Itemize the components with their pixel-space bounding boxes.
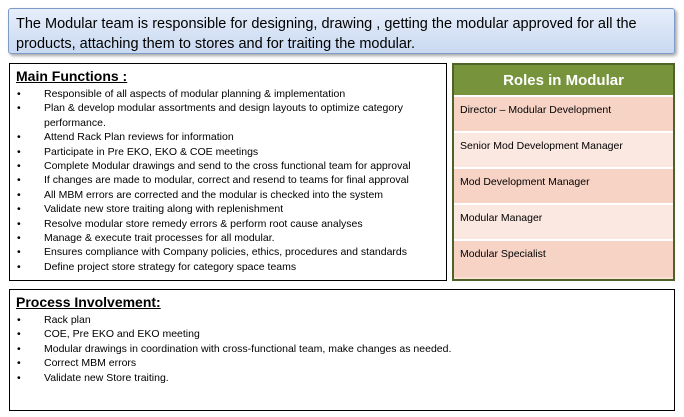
list-item: • Define project store strategy for categ… [16, 260, 440, 274]
list-item: • Plan & develop modular assortments and … [16, 101, 440, 130]
bullet-icon: • [17, 232, 21, 245]
list-item: • All MBM errors are corrected and the mo… [16, 188, 440, 202]
list-item: • Manage & execute trait processes for al… [16, 231, 440, 245]
list-item-text: Responsible of all aspects of modular pl… [44, 88, 346, 100]
list-item-text: Attend Rack Plan reviews for information [44, 131, 234, 144]
process-involvement-title: Process Involvement: [16, 294, 161, 310]
role-row-director: Director – Modular Development [454, 97, 673, 133]
roles-table: Roles in Modular Director – Modular Deve… [452, 63, 675, 281]
bullet-icon: • [17, 203, 21, 216]
list-item: • Responsible of all aspects of modular p… [16, 87, 440, 101]
bullet-icon: • [17, 371, 21, 384]
list-item: • Resolve modular store remedy errors & p… [16, 217, 440, 231]
bullet-icon: • [17, 246, 21, 259]
bullet-icon: • [17, 314, 21, 326]
list-item-text: Correct MBM errors [44, 357, 137, 370]
list-item-text: Define project store strategy for catego… [44, 260, 297, 273]
bullet-icon: • [17, 145, 21, 158]
list-item: • Validate new Store traiting. [16, 371, 668, 385]
process-list: • Rack plan • COE, Pre EKO and EKO meeting… [16, 313, 668, 385]
role-row-senior-mod-dev-manager: Senior Mod Development Manager [454, 133, 673, 169]
list-item: • Ensures compliance with Company policie… [16, 245, 440, 259]
list-item: • Participate in Pre EKO, EKO & COE meeti… [16, 145, 440, 159]
intro-text: The Modular team is responsible for desi… [16, 16, 637, 52]
list-item: • COE, Pre EKO and EKO meeting [16, 327, 668, 341]
main-functions-title: Main Functions : [16, 68, 128, 84]
list-item-text: Rack plan [44, 314, 91, 326]
bullet-icon: • [17, 174, 21, 187]
list-item-text: Participate in Pre EKO, EKO & COE meetin… [44, 145, 259, 158]
bullet-icon: • [17, 328, 21, 341]
role-row-modular-specialist: Modular Specialist [454, 241, 673, 277]
bullet-icon: • [17, 88, 21, 100]
intro-banner: The Modular team is responsible for desi… [8, 8, 675, 54]
list-item-text: Plan & develop modular assortments and d… [44, 102, 403, 129]
bullet-icon: • [17, 357, 21, 370]
bullet-icon: • [17, 188, 21, 201]
roles-list: Director – Modular Development Senior Mo… [454, 97, 673, 277]
list-item-text: Validate new store traiting along with r… [44, 203, 284, 216]
role-row-modular-manager: Modular Manager [454, 205, 673, 241]
bullet-icon: • [17, 260, 21, 273]
main-functions-list: • Responsible of all aspects of modular p… [16, 87, 440, 274]
list-item-text: Complete Modular drawings and send to th… [44, 160, 411, 173]
bullet-icon: • [17, 342, 21, 355]
list-item: • Correct MBM errors [16, 356, 668, 370]
role-row-mod-dev-manager: Mod Development Manager [454, 169, 673, 205]
list-item-text: Modular drawings in coordination with cr… [44, 342, 452, 355]
list-item-text: Ensures compliance with Company policies… [44, 246, 408, 259]
list-item-text: COE, Pre EKO and EKO meeting [44, 328, 200, 341]
list-item: • Attend Rack Plan reviews for informatio… [16, 130, 440, 144]
list-item: • Rack plan [16, 313, 668, 327]
list-item-text: If changes are made to modular, correct … [44, 174, 409, 187]
roles-header: Roles in Modular [454, 65, 673, 97]
main-functions-box: Main Functions : • Responsible of all asp… [9, 63, 447, 281]
bullet-icon: • [17, 102, 21, 115]
bullet-icon: • [17, 217, 21, 230]
process-involvement-box: Process Involvement: • Rack plan • COE, Pr… [9, 289, 675, 411]
list-item-text: Resolve modular store remedy errors & pe… [44, 217, 363, 230]
bullet-icon: • [17, 131, 21, 144]
list-item-text: All MBM errors are corrected and the mod… [44, 188, 384, 201]
list-item-text: Validate new Store traiting. [44, 371, 169, 384]
list-item: • If changes are made to modular, correct… [16, 173, 440, 187]
list-item: • Complete Modular drawings and send to t… [16, 159, 440, 173]
list-item: • Validate new store traiting along with … [16, 202, 440, 216]
list-item-text: Manage & execute trait processes for all… [44, 232, 275, 245]
bullet-icon: • [17, 160, 21, 173]
list-item: • Modular drawings in coordination with c… [16, 342, 668, 356]
